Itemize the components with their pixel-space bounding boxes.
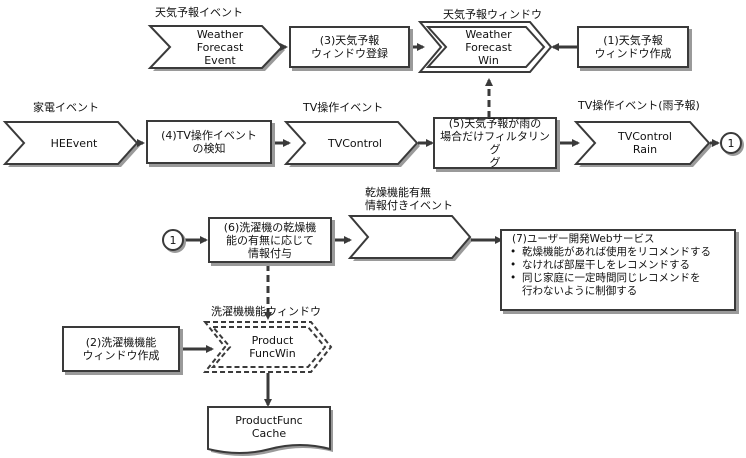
node-tv-control-rain: TVControl Rain bbox=[617, 130, 672, 156]
label-tv-event-rain: TV操作イベント(雨予報) bbox=[578, 99, 700, 112]
web-service-item: 同じ家庭に一定時間同じレコメンドを 行わないように制御する bbox=[510, 272, 728, 298]
node-product-func-cache: ProductFunc Cache bbox=[235, 414, 303, 440]
node-weather-window-register: (3)天気予報 ウィンドウ登録 bbox=[289, 26, 410, 68]
product-func-cache-shape bbox=[207, 406, 331, 454]
arrows bbox=[137, 43, 720, 407]
tv-control-shape bbox=[283, 121, 419, 165]
node-dryer-info: (6)洗濯機の乾燥機 能の有無に応じて 情報付与 bbox=[208, 217, 332, 263]
label-dryer-event: 乾燥機能有無 情報付きイベント bbox=[365, 186, 453, 212]
connector-1-right: 1 bbox=[720, 132, 742, 154]
node-weather-forecast-event: Weather Forecast Event bbox=[196, 27, 244, 67]
node-tv-detect: (4)TV操作イベント の検知 bbox=[146, 120, 272, 164]
node-rain-filter: (5)天気予報が雨の 場合だけフィルタリング グ bbox=[433, 117, 557, 169]
web-service-box: (7)ユーザー開発Webサービス 乾燥機能があれば使用をリコメンドする なければ… bbox=[500, 229, 736, 311]
label-tv-event: TV操作イベント bbox=[303, 101, 384, 114]
label-weather-event: 天気予報イベント bbox=[155, 6, 243, 19]
label-washer-window: 洗濯機機能ウィンドウ bbox=[211, 305, 321, 318]
product-func-win-outer bbox=[202, 321, 333, 373]
tv-control-rain-shape bbox=[573, 121, 711, 165]
dashed-arrows bbox=[264, 78, 493, 320]
web-service-item: なければ部屋干しをレコメンドする bbox=[510, 259, 728, 272]
weather-forecast-win-inner bbox=[425, 26, 546, 68]
label-home-event: 家電イベント bbox=[33, 101, 99, 114]
web-service-item: 乾燥機能があれば使用をリコメンドする bbox=[510, 246, 728, 259]
web-service-list: 乾燥機能があれば使用をリコメンドする なければ部屋干しをレコメンドする 同じ家庭… bbox=[508, 246, 728, 298]
node-tv-control: TVControl bbox=[327, 136, 382, 150]
he-event-shape bbox=[2, 121, 139, 165]
web-service-title: (7)ユーザー開発Webサービス bbox=[512, 233, 655, 245]
node-product-func-win: Product FuncWin bbox=[249, 334, 296, 360]
dryer-event-shape bbox=[347, 215, 472, 259]
node-he-event: HEEvent bbox=[50, 136, 98, 150]
weather-forecast-win-outer bbox=[417, 21, 553, 73]
node-weather-window-create: (1)天気予報 ウィンドウ作成 bbox=[577, 26, 689, 68]
weather-forecast-event-shape bbox=[147, 25, 284, 69]
node-weather-forecast-win: Weather Forecast Win bbox=[465, 27, 512, 67]
connector-1-left: 1 bbox=[162, 229, 184, 251]
node-washer-window-create: (2)洗濯機機能 ウィンドウ作成 bbox=[62, 326, 180, 372]
label-weather-window: 天気予報ウィンドウ bbox=[443, 8, 542, 21]
product-func-win-inner bbox=[210, 326, 327, 368]
